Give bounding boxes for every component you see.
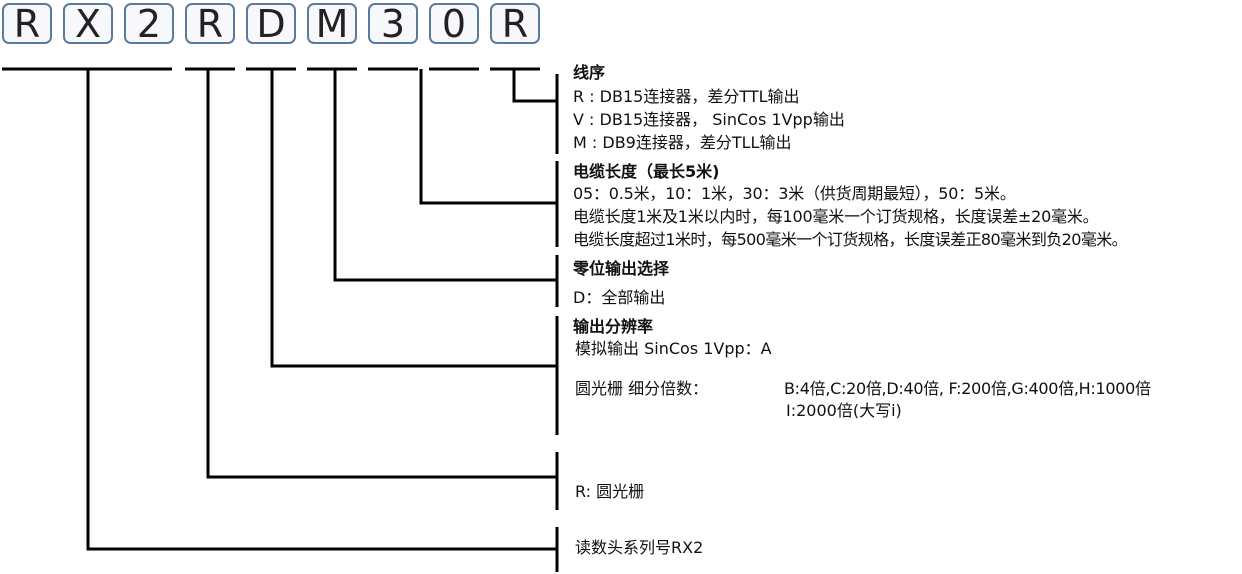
code-char-r-type: R <box>185 3 235 44</box>
cable-line-1: 05：0.5米，10：1米，30：3米（供货周期最短），50：5米。 <box>573 184 1016 203</box>
cable-title: 电缆长度（最长5米) <box>573 162 720 181</box>
code-char-d: D <box>246 3 296 44</box>
resolution-title: 输出分辨率 <box>573 317 654 336</box>
series-text: 读数头系列号RX2 <box>575 538 704 557</box>
code-char-x: X <box>63 3 113 44</box>
code-char-m: M <box>307 3 357 44</box>
zero-title: 零位输出选择 <box>573 259 670 278</box>
code-char-0: 0 <box>429 3 479 44</box>
cable-line-2: 电缆长度1米及1米以内时，每100毫米一个订货规格，长度误差±20毫米。 <box>573 207 1099 226</box>
resolution-analog: 模拟输出 SinCos 1Vpp：A <box>575 339 772 358</box>
code-char-r: R <box>2 3 52 44</box>
resolution-grating-values-1: B:4倍,C:20倍,D:40倍, F:200倍,G:400倍,H:1000倍 <box>784 379 1151 398</box>
wire-title: 线序 <box>573 63 606 82</box>
code-char-3: 3 <box>368 3 418 44</box>
resolution-grating-label: 圆光栅 细分倍数： <box>575 379 709 398</box>
zero-line-1: D：全部输出 <box>573 288 666 307</box>
cable-line-3: 电缆长度超过1米时，每500毫米一个订货规格，长度误差正80毫米到负20毫米。 <box>573 230 1128 249</box>
code-char-r-wire: R <box>490 3 540 44</box>
type-text: R: 圆光栅 <box>575 482 645 501</box>
wire-line-1: R : DB15连接器，差分TTL输出 <box>573 87 800 106</box>
resolution-grating-values-2: I:2000倍(大写i) <box>786 401 902 420</box>
wire-line-3: M : DB9连接器，差分TLL输出 <box>573 133 792 152</box>
code-char-2: 2 <box>124 3 174 44</box>
wire-line-2: V : DB15连接器， SinCos 1Vpp输出 <box>573 110 845 129</box>
